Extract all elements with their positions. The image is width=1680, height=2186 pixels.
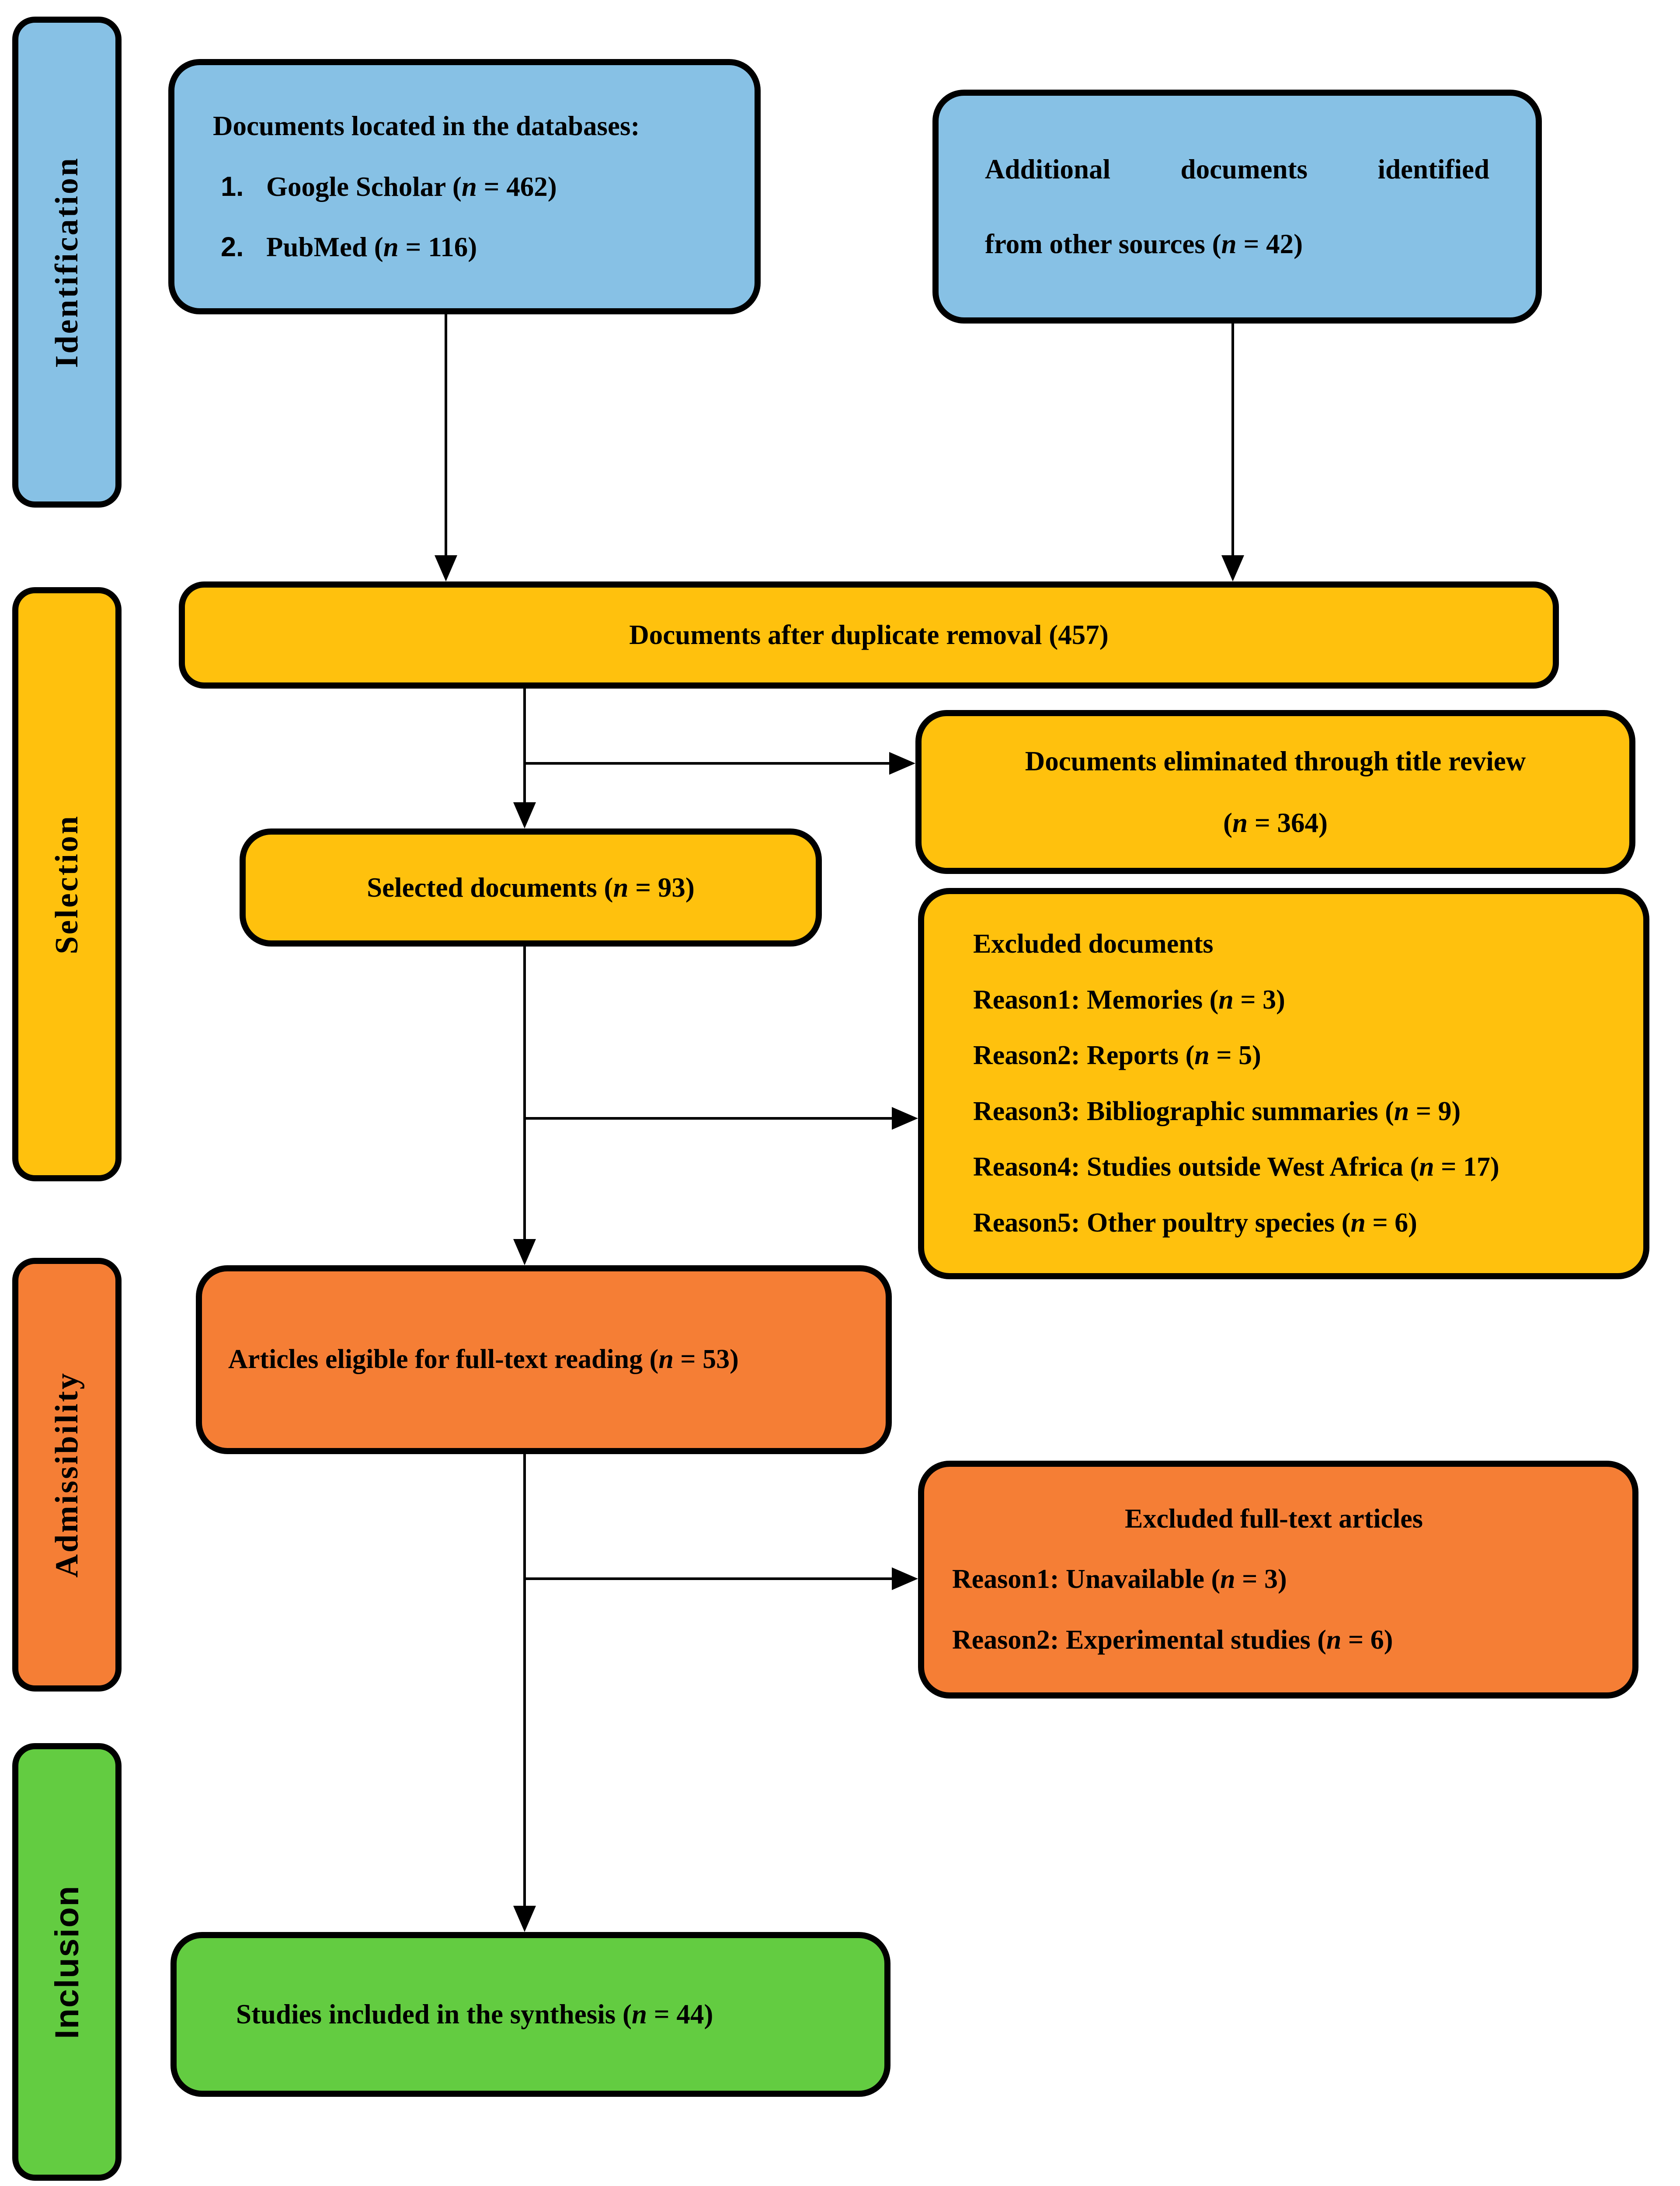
node-title-review-line1: Documents eliminated through title revie… <box>1025 745 1526 776</box>
node-duplicate-removal: Documents after duplicate removal (457) <box>179 581 1559 689</box>
node-databases: Documents located in the databases: 1. G… <box>168 59 761 314</box>
stage-band-identification-label: Identification <box>49 156 85 368</box>
node-included-studies: Studies included in the synthesis (n = 4… <box>170 1932 890 2097</box>
node-full-text-eligible-text: Articles eligible for full-text reading … <box>228 1344 739 1375</box>
stage-band-selection: Selection <box>12 587 122 1181</box>
list-text: Google Scholar (n = 462) <box>266 171 557 202</box>
arrowhead-right-icon <box>889 752 915 775</box>
node-excluded-documents: Excluded documents Reason1: Memories (n … <box>918 888 1649 1279</box>
excluded-reason-1: Reason1: Memories (n = 3) <box>973 985 1285 1015</box>
excluded-full-text-reason-2: Reason2: Experimental studies (n = 6) <box>952 1625 1393 1655</box>
node-selected-documents-text: Selected documents (n = 93) <box>367 872 695 903</box>
stage-band-admissibility: Admissibility <box>12 1258 122 1692</box>
node-databases-item-1: 1. Google Scholar (n = 462) <box>213 170 737 204</box>
arrowhead-down-icon <box>513 1906 536 1932</box>
arrowhead-down-icon <box>435 555 457 581</box>
arrow-selected-to-eligible-line <box>523 947 526 1239</box>
node-selected-documents: Selected documents (n = 93) <box>240 828 822 947</box>
node-excluded-documents-title: Excluded documents <box>973 929 1214 959</box>
excluded-reason-2: Reason2: Reports (n = 5) <box>973 1041 1261 1070</box>
excluded-reason-4: Reason4: Studies outside West Africa (n … <box>973 1152 1499 1182</box>
arrow-duplicates-to-selected-line <box>523 689 526 802</box>
arrow-additional-to-duplicates-line <box>1231 324 1234 555</box>
arrow-databases-to-duplicates-line <box>445 311 447 555</box>
arrowhead-down-icon <box>513 1239 536 1265</box>
node-additional-sources-line2: from other sources (n = 42) <box>985 228 1303 259</box>
arrow-branch-to-title-review-line <box>525 762 889 765</box>
node-full-text-eligible: Articles eligible for full-text reading … <box>196 1265 892 1454</box>
excluded-reason-3: Reason3: Bibliographic summaries (n = 9) <box>973 1096 1461 1126</box>
excluded-full-text-reason-1: Reason1: Unavailable (n = 3) <box>952 1564 1287 1594</box>
node-databases-item-2: 2. PubMed (n = 116) <box>213 230 737 265</box>
stage-band-inclusion: Inclusion <box>12 1743 122 2181</box>
node-included-studies-text: Studies included in the synthesis (n = 4… <box>236 1999 713 2030</box>
stage-band-admissibility-label: Admissibility <box>49 1371 85 1578</box>
stage-band-selection-label: Selection <box>49 814 85 954</box>
excluded-reason-5: Reason5: Other poultry species (n = 6) <box>973 1208 1417 1238</box>
node-title-review-line2: (n = 364) <box>1223 807 1328 838</box>
arrowhead-right-icon <box>892 1567 918 1590</box>
arrowhead-down-icon <box>513 802 536 828</box>
list-number: 2. <box>221 232 244 263</box>
stage-band-inclusion-label: Inclusion <box>48 1885 86 2039</box>
arrow-branch-to-excluded-full-text-line <box>525 1577 892 1580</box>
arrow-branch-to-excluded-documents-line <box>525 1117 892 1120</box>
list-number: 1. <box>221 171 244 202</box>
arrowhead-down-icon <box>1221 555 1244 581</box>
node-title-review-excluded: Documents eliminated through title revie… <box>915 710 1635 874</box>
arrow-eligible-to-included-line <box>523 1454 526 1906</box>
arrowhead-right-icon <box>892 1107 918 1130</box>
node-excluded-full-text: Excluded full-text articles Reason1: Una… <box>918 1461 1638 1699</box>
node-duplicate-removal-text: Documents after duplicate removal (457) <box>629 620 1109 651</box>
stage-band-identification: Identification <box>12 17 122 508</box>
list-text: PubMed (n = 116) <box>266 232 477 263</box>
node-excluded-full-text-title: Excluded full-text articles <box>1125 1504 1423 1534</box>
node-databases-title: Documents located in the databases: <box>213 110 640 141</box>
